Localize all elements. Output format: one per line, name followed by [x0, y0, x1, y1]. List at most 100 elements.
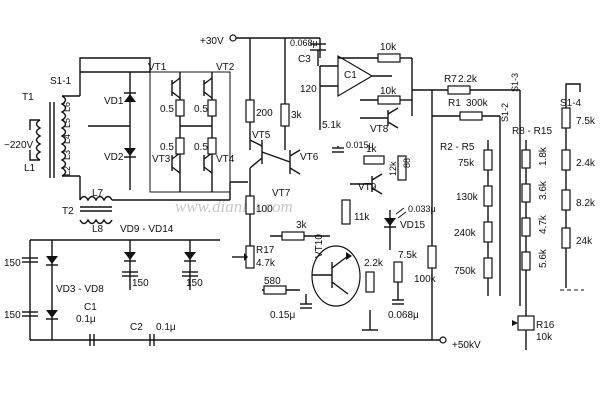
l6-label: L6: [62, 102, 72, 112]
resistor-100k: [427, 245, 437, 269]
l8-label: L8: [92, 224, 104, 235]
r8r15-label: R8 - R15: [512, 126, 552, 137]
vt1-label: VT1: [148, 62, 167, 73]
resistor-3k-b: [281, 231, 305, 241]
r3kb-label: 3k: [296, 220, 308, 231]
opamp-c1: [310, 43, 413, 130]
v30-label: +30V: [200, 36, 224, 47]
led-vd15: [384, 207, 407, 250]
resistor-100: [245, 195, 255, 215]
l1-label: L1: [24, 163, 36, 174]
resistor-11k: [341, 199, 351, 225]
v50k-label: +50kV: [452, 340, 481, 351]
power-stage: [149, 71, 248, 193]
r17-label: R17: [256, 245, 275, 256]
vt2-label: VT2: [216, 62, 235, 73]
vd2-label: VD2: [104, 152, 124, 163]
r4-7k-label: 4.7k: [538, 214, 549, 234]
resistor-chain-s1-4: [560, 83, 584, 291]
r1-label: R1: [448, 98, 461, 109]
potentiometer-r17: [232, 245, 255, 269]
resistor-r7: [447, 85, 471, 95]
c3-label: C3: [298, 54, 311, 65]
r750k-label: 750k: [454, 266, 477, 277]
s1-1-label: S1-1: [50, 76, 72, 87]
r8-2k-label: 8.2k: [576, 198, 596, 209]
r16-label: R16: [536, 320, 555, 331]
s1-2-label: S1-2: [500, 103, 510, 122]
capacitor-068: [392, 282, 404, 305]
mains-label: ~220V: [4, 140, 34, 151]
r5-1k-label: 5.1k: [322, 120, 342, 131]
r200-label: 200: [256, 108, 273, 119]
resistor-1k: [363, 155, 385, 165]
resistor-12k: [397, 155, 407, 181]
r05c-label: 0.5: [160, 142, 174, 153]
l2-label: L2: [62, 166, 72, 176]
c1b-label: C1: [84, 302, 97, 313]
resistor-200: [245, 99, 255, 123]
diodes-vd1-vd2: [80, 71, 150, 190]
r05a-label: 0.5: [160, 104, 174, 115]
resistor-7-5k: [393, 261, 403, 283]
r10kb-label: 10k: [380, 86, 397, 97]
resistor-chain-r2-r5: [483, 140, 493, 296]
c033-label: 0.033μ: [408, 204, 436, 214]
vd1-label: VD1: [104, 96, 124, 107]
vd15-label: VD15: [400, 220, 425, 231]
t1-label: T1: [22, 92, 34, 103]
r12k-label: 12k: [388, 161, 398, 176]
vt10-label: VT10: [314, 234, 325, 258]
r5-6k-label: 5.6k: [538, 248, 549, 268]
r100-label: 100: [256, 204, 273, 215]
transistor-vt8: [360, 107, 399, 129]
v150a-label: 150: [4, 258, 21, 269]
c2v-label: 0.1μ: [156, 322, 176, 333]
c1v-label: 0.1μ: [76, 314, 96, 325]
r2-4k-label: 2.4k: [576, 158, 596, 169]
c1-label: C1: [344, 70, 357, 81]
vt5-label: VT5: [252, 130, 271, 141]
s1-4-label: S1-4: [560, 98, 582, 109]
resistor-r1: [459, 111, 483, 121]
r75k-label: 75k: [458, 158, 475, 169]
vd3-vd8-label: VD3 - VD8: [56, 284, 104, 295]
r05d-label: 0.5: [194, 142, 208, 153]
r100k-label: 100k: [414, 274, 437, 285]
rail-30v: [229, 34, 321, 150]
v150b-label: 150: [4, 310, 21, 321]
transistor-vt10: [311, 245, 361, 307]
vd9-vd14-label: VD9 - VD14: [120, 224, 174, 235]
r580-label: 580: [264, 276, 281, 287]
r17-value: 4.7k: [256, 258, 276, 269]
r7-5k-label: 7.5k: [398, 250, 418, 261]
c015-label: 0.015μ: [346, 140, 374, 150]
c068b-label: 0.068μ: [388, 310, 419, 321]
r1k-label: 1k: [366, 144, 378, 155]
r7-5k-b-label: 7.5k: [576, 116, 596, 127]
t2-label: T2: [62, 206, 74, 217]
l5-label: L5: [62, 118, 72, 128]
r05b-label: 0.5: [194, 104, 208, 115]
c015b-label: 0.15μ: [270, 310, 295, 321]
r1-8k-label: 1.8k: [538, 146, 549, 166]
c068-label: 0.068μ: [290, 38, 318, 48]
resistor-2-2k: [365, 271, 375, 293]
r2-2k-label: 2.2k: [364, 258, 384, 269]
transformer-t2: [79, 176, 231, 225]
r3k-label: 3k: [291, 110, 303, 121]
resistor-3k: [280, 103, 290, 127]
vt3-label: VT3: [152, 154, 171, 165]
vt6-label: VT6: [300, 152, 319, 163]
r7-label: R7: [444, 74, 457, 85]
r11k-label: 11k: [354, 212, 370, 223]
voltage-multiplier: [22, 239, 220, 346]
r1-value: 300k: [466, 98, 489, 109]
transformer-t1: [29, 57, 151, 178]
r24k-label: 24k: [576, 236, 593, 247]
l4-label: L4: [62, 134, 72, 144]
resistor-580: [263, 285, 287, 295]
r130k-label: 130k: [456, 192, 479, 203]
r2r5-label: R2 - R5: [440, 142, 475, 153]
